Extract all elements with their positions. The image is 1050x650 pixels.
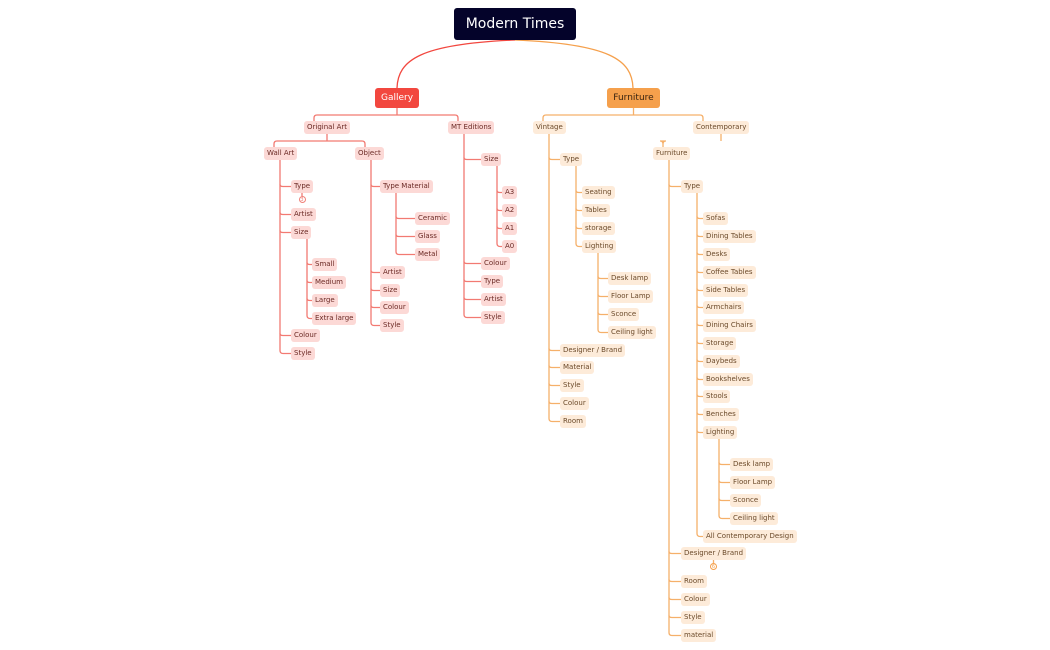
- topic-node-wa-xl[interactable]: Extra large: [312, 312, 357, 325]
- topic-node-v-type[interactable]: Type: [560, 153, 583, 166]
- topic-node-wa-medium[interactable]: Medium: [312, 276, 346, 289]
- topic-node-v-tables[interactable]: Tables: [582, 204, 610, 217]
- root-node-modern-times[interactable]: Modern Times: [454, 8, 576, 40]
- topic-node-v-desklamp[interactable]: Desk lamp: [608, 272, 652, 285]
- topic-node-c-dining-tables[interactable]: Dining Tables: [703, 230, 756, 243]
- topic-node-v-sconce[interactable]: Sconce: [608, 308, 640, 321]
- topic-node-c-style[interactable]: Style: [681, 611, 705, 624]
- topic-node-v-storage[interactable]: storage: [582, 222, 615, 235]
- topic-node-v-seating[interactable]: Seating: [582, 186, 615, 199]
- topic-node-mt-type[interactable]: Type: [481, 275, 504, 288]
- branch-node-gallery[interactable]: Gallery: [375, 88, 419, 108]
- topic-node-c-stools[interactable]: Stools: [703, 390, 731, 403]
- topic-node-mt-a0[interactable]: A0: [502, 240, 518, 253]
- topic-node-mt-size[interactable]: Size: [481, 153, 502, 166]
- collapsed-count-badge[interactable]: 3: [298, 196, 306, 203]
- topic-node-ob-metal[interactable]: Metal: [415, 248, 441, 261]
- topic-node-c-desks[interactable]: Desks: [703, 248, 731, 261]
- topic-node-ob-style[interactable]: Style: [380, 319, 404, 332]
- topic-node-ob-glass[interactable]: Glass: [415, 230, 440, 243]
- topic-node-c-lighting[interactable]: Lighting: [703, 426, 738, 439]
- topic-node-c-material[interactable]: material: [681, 629, 717, 642]
- topic-node-v-ceiling[interactable]: Ceiling light: [608, 326, 656, 339]
- topic-node-wa-colour[interactable]: Colour: [291, 329, 320, 342]
- topic-node-c-furniture[interactable]: Furniture: [653, 147, 691, 160]
- topic-node-v-lighting[interactable]: Lighting: [582, 240, 617, 253]
- topic-node-c-desklamp[interactable]: Desk lamp: [730, 458, 774, 471]
- topic-node-c-floorlamp[interactable]: Floor Lamp: [730, 476, 776, 489]
- topic-node-object[interactable]: Object: [355, 147, 384, 160]
- topic-node-mt-a2[interactable]: A2: [502, 204, 518, 217]
- topic-node-mt-editions[interactable]: MT Editions: [448, 121, 495, 134]
- topic-node-c-sofas[interactable]: Sofas: [703, 212, 729, 225]
- topic-node-wa-style[interactable]: Style: [291, 347, 315, 360]
- topic-node-c-all[interactable]: All Contemporary Design: [703, 530, 797, 543]
- topic-node-mt-a1[interactable]: A1: [502, 222, 518, 235]
- topic-node-ob-typemat[interactable]: Type Material: [380, 180, 433, 193]
- topic-node-c-storage[interactable]: Storage: [703, 337, 737, 350]
- topic-node-c-designer[interactable]: Designer / Brand: [681, 547, 747, 560]
- topic-node-wa-size[interactable]: Size: [291, 226, 312, 239]
- topic-node-ob-artist[interactable]: Artist: [380, 266, 405, 279]
- topic-node-v-floorlamp[interactable]: Floor Lamp: [608, 290, 654, 303]
- topic-node-c-benches[interactable]: Benches: [703, 408, 739, 421]
- topic-node-contemporary[interactable]: Contemporary: [693, 121, 750, 134]
- branch-node-furniture[interactable]: Furniture: [607, 88, 660, 108]
- topic-node-c-coffee[interactable]: Coffee Tables: [703, 266, 756, 279]
- collapsed-count-badge[interactable]: 6: [710, 563, 717, 570]
- topic-node-c-dining-chairs[interactable]: Dining Chairs: [703, 319, 756, 332]
- topic-node-mt-a3[interactable]: A3: [502, 186, 518, 199]
- topic-node-mt-style[interactable]: Style: [481, 311, 505, 324]
- topic-node-wa-large[interactable]: Large: [312, 294, 338, 307]
- topic-node-wa-small[interactable]: Small: [312, 258, 338, 271]
- topic-node-wa-type[interactable]: Type: [291, 180, 314, 193]
- topic-node-ob-size[interactable]: Size: [380, 284, 401, 297]
- topic-node-v-room[interactable]: Room: [560, 415, 586, 428]
- topic-node-c-type[interactable]: Type: [681, 180, 704, 193]
- topic-node-v-material[interactable]: Material: [560, 361, 595, 374]
- topic-node-mt-colour[interactable]: Colour: [481, 257, 510, 270]
- topic-node-original-art[interactable]: Original Art: [304, 121, 351, 134]
- topic-node-c-ceiling[interactable]: Ceiling light: [730, 512, 778, 525]
- topic-node-ob-colour[interactable]: Colour: [380, 301, 409, 314]
- topic-node-v-colour[interactable]: Colour: [560, 397, 589, 410]
- topic-node-c-colour[interactable]: Colour: [681, 593, 710, 606]
- topic-node-c-side[interactable]: Side Tables: [703, 284, 749, 297]
- topic-node-v-designer[interactable]: Designer / Brand: [560, 344, 626, 357]
- topic-node-vintage[interactable]: Vintage: [533, 121, 566, 134]
- topic-node-v-style[interactable]: Style: [560, 379, 584, 392]
- topic-node-c-daybeds[interactable]: Daybeds: [703, 355, 740, 368]
- topic-node-ob-ceramic[interactable]: Ceramic: [415, 212, 450, 225]
- topic-node-c-armchairs[interactable]: Armchairs: [703, 301, 745, 314]
- topic-node-mt-artist[interactable]: Artist: [481, 293, 506, 306]
- topic-node-c-bookshelves[interactable]: Bookshelves: [703, 373, 753, 386]
- topic-node-c-room[interactable]: Room: [681, 575, 707, 588]
- topic-node-wa-artist[interactable]: Artist: [291, 208, 316, 221]
- topic-node-wall-art[interactable]: Wall Art: [264, 147, 298, 160]
- topic-node-c-sconce[interactable]: Sconce: [730, 494, 762, 507]
